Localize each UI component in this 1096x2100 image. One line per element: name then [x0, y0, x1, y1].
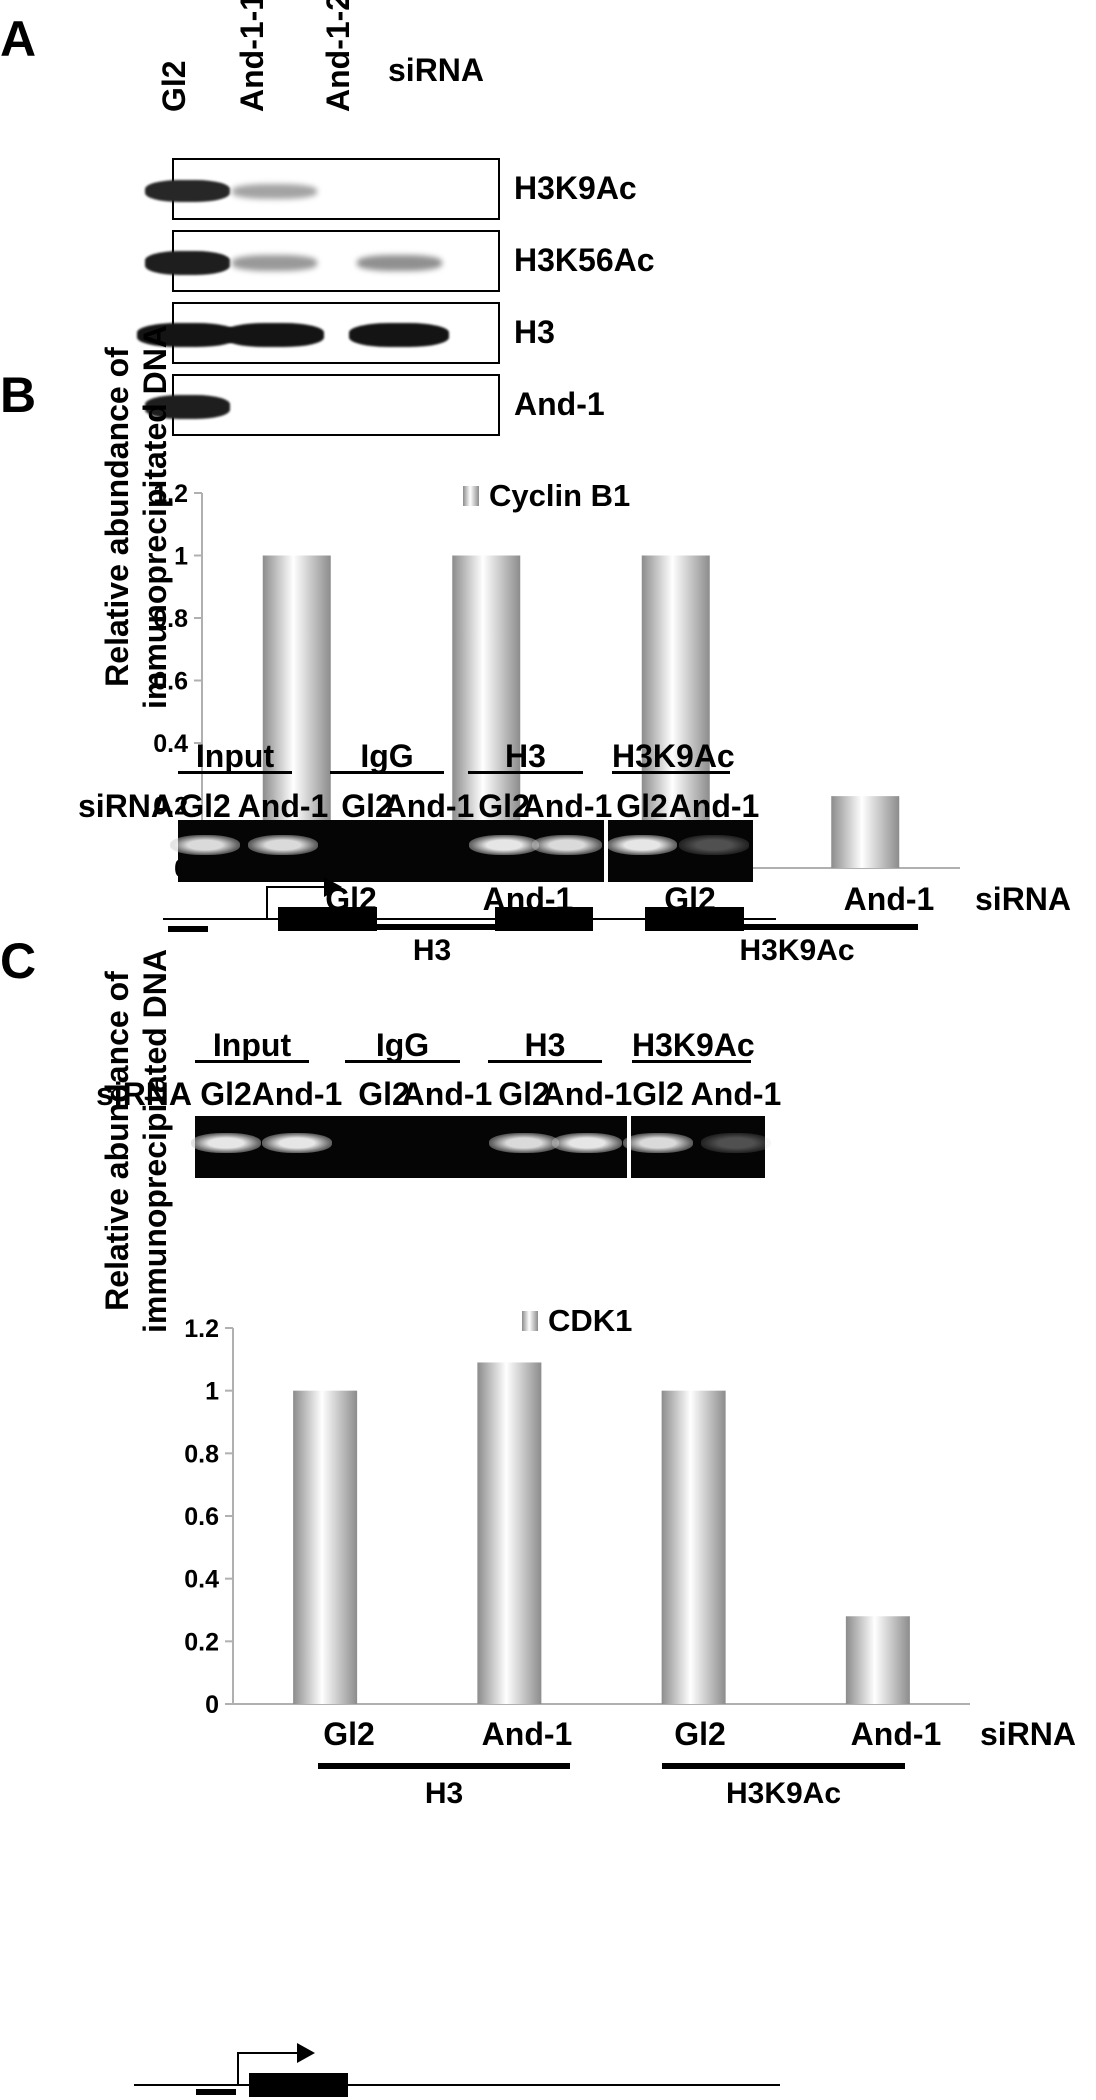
- panel-letter-b: B: [0, 367, 37, 423]
- y-tick-label: 0.4: [184, 1566, 219, 1594]
- y-tick-label: 0.2: [153, 793, 188, 821]
- y-tick-label: 1.2: [153, 480, 188, 508]
- blot-band: [231, 255, 317, 271]
- bar: [452, 555, 521, 868]
- legend-label: Cyclin B1: [489, 478, 630, 513]
- bar: [293, 1390, 358, 1704]
- y-tick-label: 1: [174, 543, 188, 571]
- blot-row-label: H3: [514, 314, 555, 350]
- x-tick-label: And-1: [482, 1716, 573, 1752]
- y-tick-label: 0.2: [184, 1628, 219, 1656]
- group-label: H3: [413, 934, 451, 967]
- blot-band: [231, 183, 317, 199]
- blot-band: [144, 251, 230, 275]
- blot-row: [144, 230, 500, 292]
- blot-row-label: H3K56Ac: [514, 242, 655, 278]
- x-tick-label: Gl2: [674, 1716, 726, 1752]
- x-axis-suffix: siRNA: [980, 1716, 1076, 1752]
- y-tick-label: 1.2: [184, 1315, 219, 1343]
- x-tick-label: Gl2: [323, 1716, 375, 1752]
- panel-letter-c: C: [0, 933, 37, 989]
- y-tick-label: 0.8: [184, 1440, 219, 1468]
- blot-band: [224, 323, 324, 347]
- blot-row: [144, 158, 500, 220]
- group-label: H3: [425, 1777, 463, 1810]
- bar: [262, 555, 331, 868]
- x-axis-suffix: siRNA: [975, 881, 1071, 917]
- bar: [661, 1390, 726, 1704]
- x-tick-label: And-1: [844, 881, 935, 917]
- legend-label: CDK1: [548, 1303, 632, 1338]
- x-tick-label: And-1: [851, 1716, 942, 1752]
- lane-header: siRNA: [388, 52, 485, 88]
- blot-row-label: And-1: [514, 386, 605, 422]
- y-tick-label: 0.6: [153, 668, 188, 696]
- group-label: H3K9Ac: [739, 934, 854, 967]
- bar: [845, 1616, 910, 1704]
- blot-band: [144, 179, 230, 203]
- group-label: H3K9Ac: [726, 1777, 841, 1810]
- y-tick-label: 0: [205, 1691, 219, 1719]
- y-tick-label: 1: [205, 1378, 219, 1406]
- bar: [641, 555, 710, 868]
- blot-row-label: H3K9Ac: [514, 170, 637, 206]
- y-tick-label: 0.6: [184, 1503, 219, 1531]
- legend-swatch: [463, 486, 479, 506]
- panel-letter-a: A: [0, 11, 37, 67]
- legend-swatch: [522, 1311, 538, 1331]
- blot-row: [144, 374, 500, 436]
- blot-band: [356, 254, 442, 272]
- bar: [831, 796, 900, 868]
- bar: [477, 1362, 542, 1704]
- y-tick-label: 0.8: [153, 605, 188, 633]
- blot-band: [137, 323, 237, 347]
- blot-band: [144, 395, 230, 419]
- y-tick-label: 0.4: [153, 730, 188, 758]
- blot-row: [137, 302, 500, 364]
- blot-band: [349, 323, 449, 347]
